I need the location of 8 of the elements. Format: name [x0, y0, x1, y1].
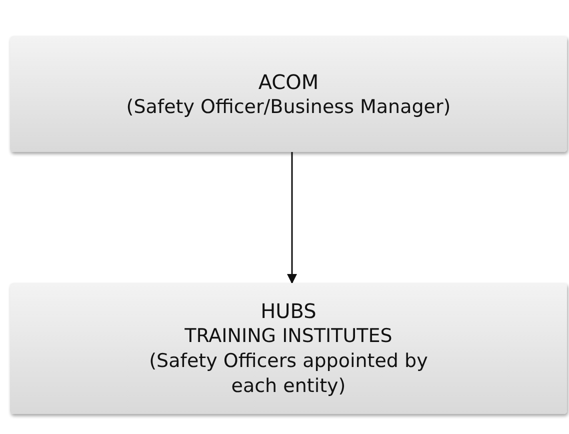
org-box [10, 36, 567, 152]
box-heading: ACOM [258, 68, 319, 95]
box-text: TRAINING INSTITUTES [184, 324, 392, 350]
arrow [287, 152, 297, 284]
org-box [10, 283, 567, 414]
box-text: (Safety Officer/Business Manager) [126, 94, 451, 120]
box-heading: HUBS [260, 298, 316, 324]
box-text: (Safety Officers appointed by each entity) [148, 349, 429, 399]
